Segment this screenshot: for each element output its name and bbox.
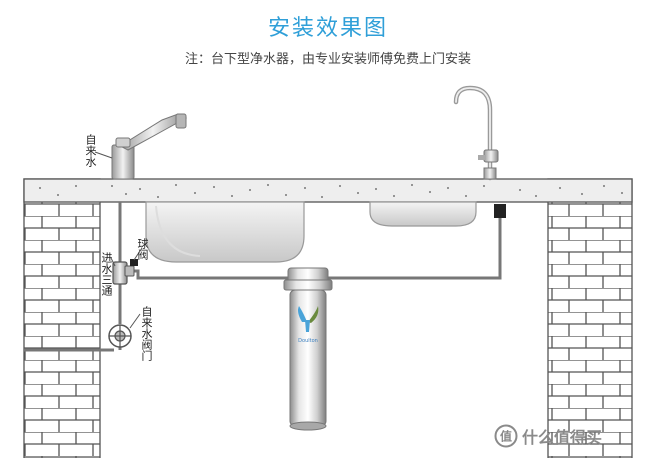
water-pipes	[24, 202, 502, 352]
brick-wall-left	[23, 178, 101, 458]
filter-brand-text: Doulton	[298, 338, 318, 344]
tap-water-valve-icon	[108, 324, 132, 348]
label-ball-valve: 球阀	[136, 238, 149, 260]
water-filter	[283, 267, 333, 431]
filter-logo-icon	[298, 306, 319, 332]
label-pointers	[94, 151, 143, 329]
countertop	[23, 178, 633, 203]
faucet-connector	[494, 204, 506, 218]
page-title: 安装效果图	[267, 16, 388, 41]
page-subtitle: 注：台下型净水器，由专业安装师傅免费上门安装	[184, 52, 471, 67]
sink-left	[145, 201, 305, 263]
sink-right	[369, 201, 477, 227]
label-tap-water: 自来水	[84, 134, 97, 167]
label-inlet-tee: 进水三通	[100, 252, 113, 296]
watermark-logo-char: 值	[500, 429, 512, 444]
watermark-text: 什么值得买	[522, 428, 603, 447]
watermark-logo-icon: 值	[494, 424, 518, 448]
watermark: 值 什么值得买	[494, 424, 654, 448]
inlet-tee	[112, 261, 135, 285]
brick-wall-right	[547, 178, 633, 458]
tap-faucet	[111, 113, 188, 180]
purified-faucet	[453, 85, 499, 181]
ball-valve	[130, 259, 138, 266]
label-tap-water-valve: 自来水阀门	[140, 306, 153, 361]
